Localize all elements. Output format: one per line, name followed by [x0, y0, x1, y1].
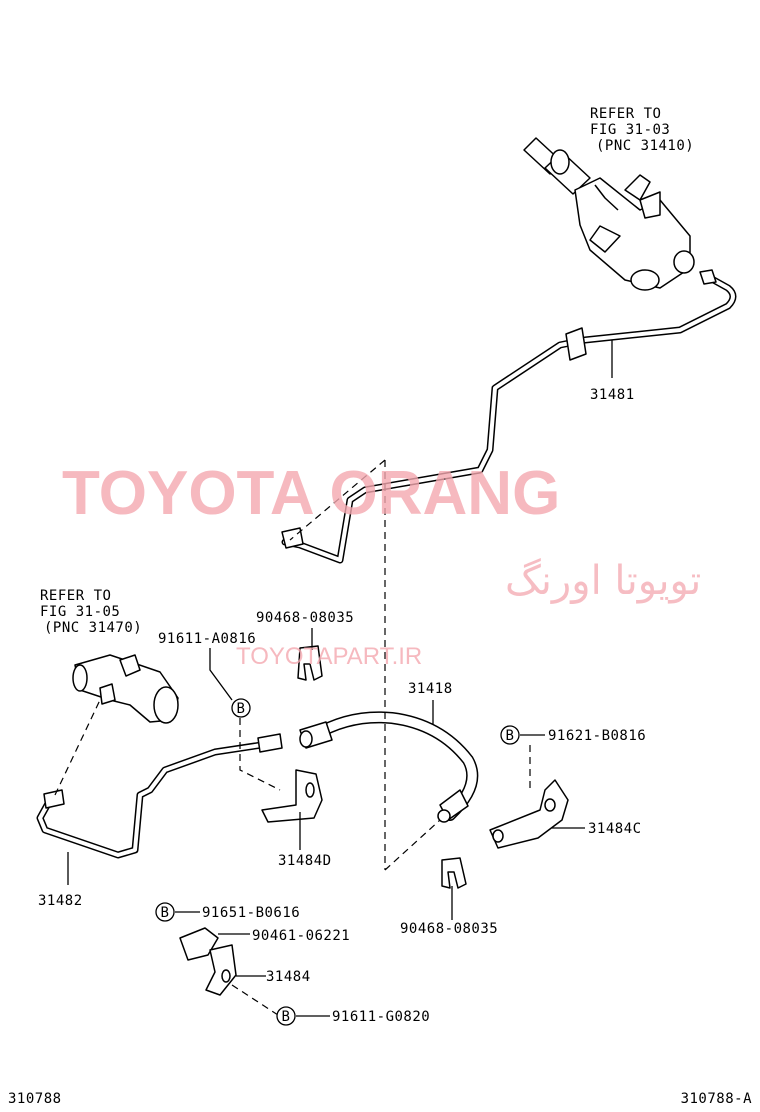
- watermark-main: TOYOTA ORANG: [62, 459, 560, 528]
- diagram-id-left: 310788: [8, 1091, 62, 1107]
- label-bolt-a: 91611-A0816: [158, 631, 256, 647]
- pipe-31481: [281, 269, 737, 564]
- assembly-lines: [54, 459, 531, 1016]
- watermark-persian: تویوتا اورنگ: [505, 558, 701, 604]
- label-31484c: 31484C: [588, 821, 642, 837]
- label-bolt-c: 91651-B0616: [202, 905, 300, 921]
- callout-b-4: B: [276, 1006, 296, 1026]
- clip-upper: [297, 645, 323, 681]
- callout-letter: B: [506, 728, 515, 744]
- label-31484d: 31484D: [278, 853, 332, 869]
- label-clamp: 90461-06221: [252, 928, 350, 944]
- pipe-31482: [36, 733, 283, 859]
- flex-hose-31418: [299, 711, 479, 823]
- label-clip-lower: 90468-08035: [400, 921, 498, 937]
- label-bolt-b: 91621-B0816: [548, 728, 646, 744]
- svg-text:FIG 31-03: FIG 31-03: [590, 122, 670, 138]
- clutch-release-cylinder: [72, 654, 179, 724]
- diagram-id-right: 310788-A: [681, 1091, 753, 1107]
- label-31418: 31418: [408, 681, 453, 697]
- callout-b-2: B: [500, 725, 520, 745]
- bracket-31484c: [489, 779, 569, 849]
- svg-text:REFER TO: REFER TO: [40, 588, 111, 604]
- reference-upper: REFER TO FIG 31-03 (PNC 31410): [590, 106, 694, 154]
- callout-b-1: B: [231, 698, 251, 718]
- label-31484: 31484: [266, 969, 311, 985]
- label-clip-upper: 90468-08035: [256, 610, 354, 626]
- bracket-31484: [179, 927, 237, 996]
- label-bolt-d: 91611-G0820: [332, 1009, 430, 1025]
- callout-letter: B: [282, 1009, 291, 1025]
- svg-text:FIG 31-05: FIG 31-05: [40, 604, 120, 620]
- callout-b-3: B: [155, 902, 175, 922]
- svg-text:(PNC 31410): (PNC 31410): [596, 138, 694, 154]
- callout-letter: B: [237, 701, 246, 717]
- callout-letter: B: [161, 905, 170, 921]
- watermark-url: TOYOTAPART.IR: [236, 643, 422, 670]
- label-31482: 31482: [38, 893, 83, 909]
- bracket-31484d: [261, 769, 323, 823]
- svg-text:(PNC 31470): (PNC 31470): [44, 620, 142, 636]
- reference-left: REFER TO FIG 31-05 (PNC 31470): [40, 588, 142, 636]
- label-31481: 31481: [590, 387, 635, 403]
- leader-lines: [67, 340, 613, 1017]
- clip-lower: [441, 857, 467, 889]
- svg-text:REFER TO: REFER TO: [590, 106, 661, 122]
- clutch-master-cylinder: [523, 137, 695, 291]
